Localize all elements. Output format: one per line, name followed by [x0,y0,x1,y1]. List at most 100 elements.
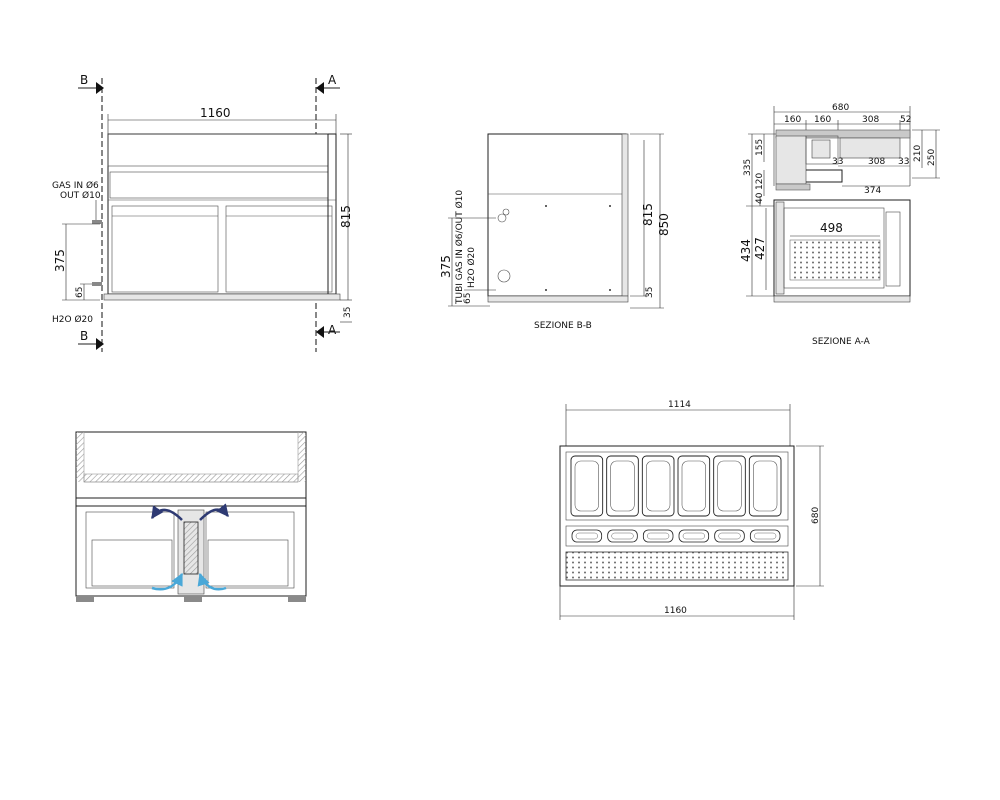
large-pan-inner-1 [574,460,599,512]
evaporator-coil [183,521,199,575]
aa-left-dim-434: 434 [739,239,753,262]
aa-small-pan [811,139,831,159]
large-pan-inner-4 [681,460,706,512]
front-drain-height-dim: 65 [75,287,85,298]
airflow-compartment-right [205,511,295,589]
gas-pipe-icon [497,213,507,223]
front-foot-dim: 35 [343,307,353,318]
section-bb-dim-35: 35 [645,287,655,298]
gastronorm-pans-small [571,529,781,543]
small-pan-5 [714,529,745,543]
section-a-label-bottom: A [328,323,337,337]
plan-top-dim: 1114 [668,400,691,410]
aa-large-pan [839,137,901,159]
section-marker-a-bottom: A [316,323,340,338]
front-door-right [225,205,333,293]
plan-perforated-shelf [565,551,789,581]
front-inlet-height-dim: 375 [53,249,67,272]
aa-right-dim-210: 210 [913,145,923,162]
section-bb-dim-375: 375 [439,255,453,278]
small-pan-inner-2 [611,532,634,540]
large-pan-inner-6 [753,460,778,512]
airflow-section-view [75,431,307,602]
small-pan-2 [607,529,638,543]
large-pan-1 [570,455,604,517]
aa-inner-dim-33a: 33 [832,157,843,167]
gas-label-1: GAS IN Ø6 [52,180,99,191]
small-pan-3 [642,529,674,543]
large-pan-4 [677,455,711,517]
small-pan-inner-1 [575,532,598,540]
aa-right-dim-250: 250 [927,149,937,166]
aa-top-dim-160b: 160 [814,115,831,125]
water-pipe-icon [497,269,511,283]
water-connection-icon [92,282,102,286]
section-aa-base [773,295,911,303]
section-marker-b-top: B [78,73,104,94]
aa-left-dim-40: 40 [755,192,765,204]
large-pan-3 [641,455,675,517]
section-bb-body [487,133,627,297]
air-in-arrow-right-icon [197,572,227,591]
aa-left-dim-427: 427 [753,237,767,260]
section-bb-dim-65: 65 [463,293,473,304]
large-pan-5 [713,455,746,517]
gas-label-2: OUT Ø10 [60,190,101,201]
section-bb-title: SEZIONE B-B [534,321,592,331]
small-pan-1 [571,529,603,543]
air-in-arrow-left-icon [151,572,184,591]
small-pan-inner-4 [682,532,705,540]
aa-top-dim-52: 52 [900,115,911,125]
aa-grid-shelf [789,239,881,281]
aa-dim-498: 498 [820,221,843,235]
aa-inner-dim-308: 308 [868,157,885,167]
aa-top-dim-160a: 160 [784,115,801,125]
aa-top-dim-680: 680 [832,103,849,113]
large-pan-2 [606,455,639,517]
section-bb-view: 815 850 35 375 65 TUBI GAS IN Ø6/OUT Ø10… [439,133,671,331]
aa-dim-374: 374 [864,186,881,196]
gastronorm-pans-large [570,455,782,517]
aa-inner-dim-33b: 33 [898,157,909,167]
small-pan-inner-3 [647,532,670,540]
air-out-arrow-right-icon [199,503,229,521]
small-pan-4 [678,529,710,543]
large-pan-inner-5 [717,460,742,512]
section-a-label-top: A [328,73,337,87]
plan-view: 1114 680 1160 [559,400,824,620]
front-body [107,133,337,295]
pipe-label-2: H2O Ø20 [466,247,477,288]
front-view: B B A A 1160 [52,73,353,352]
small-pan-6 [749,529,781,543]
front-width-dim: 1160 [200,106,231,120]
pipe-label-1: TUBI GAS IN Ø6/OUT Ø10 [454,190,465,305]
large-pan-inner-3 [646,460,671,512]
section-marker-a-top: A [316,73,340,94]
front-base [103,293,341,301]
aa-left-dim-335: 335 [743,159,753,176]
large-pan-inner-2 [610,460,635,512]
gas-connection-icon [92,220,102,224]
section-bb-base [487,295,629,303]
section-bb-dim-850: 850 [657,213,671,236]
section-aa-title: SEZIONE A-A [812,337,871,347]
section-b-label-bottom: B [80,329,88,343]
water-label: H2O Ø20 [52,314,93,325]
aa-top-dim-308: 308 [862,115,879,125]
section-b-label-top: B [80,73,88,87]
small-pan-inner-6 [754,532,777,540]
aa-left-dim-155: 155 [755,139,765,156]
section-aa-view: 680 160 160 308 52 33 308 33 374 210 250 [739,103,940,347]
front-height-dim: 815 [339,205,353,228]
plan-side-dim: 680 [811,507,821,524]
airflow-compartment-left [85,511,175,589]
large-pan-6 [748,455,782,517]
section-marker-b-bottom: B [78,329,104,350]
plan-bottom-dim: 1160 [664,606,687,616]
small-pan-inner-5 [718,532,741,540]
air-out-arrow-left-icon [150,505,183,521]
front-door-left [111,205,219,293]
section-bb-dim-815: 815 [641,203,655,226]
aa-left-dim-120: 120 [755,173,765,190]
